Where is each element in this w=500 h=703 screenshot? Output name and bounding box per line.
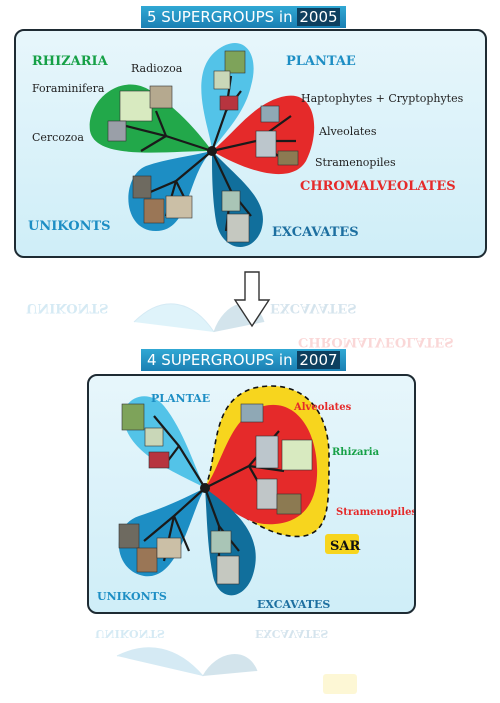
reflection-sar-badge (323, 674, 357, 694)
label-excavates-2007: EXCAVATES (257, 598, 330, 611)
organism-images-2005 (107, 50, 299, 243)
panel-2007: PLANTAE Alveolates Rhizaria Stramenopile… (87, 374, 416, 614)
label-plantae: PLANTAE (286, 54, 356, 69)
label-stramenopiles: Stramenopiles (315, 156, 396, 169)
label-cercozoa: Cercozoa (32, 131, 84, 144)
reflection-unikonts: UNIKONTS (26, 300, 109, 315)
label-foraminifera: Foraminifera (32, 82, 105, 95)
label-alveolates-2007: Alveolates (293, 402, 352, 413)
title-2005: 5 SUPERGROUPS in 2005 (141, 6, 346, 28)
sar-badge (325, 534, 359, 554)
tree-2007: PLANTAE Alveolates Rhizaria Stramenopile… (97, 385, 414, 611)
organism-images-2007 (118, 403, 313, 585)
title-2007-year: 2007 (297, 351, 340, 369)
label-sar: SAR (330, 539, 360, 554)
reflection-unikonts-2007: UNIKONTS (95, 627, 165, 640)
label-stramenopiles-2007: Stramenopiles (336, 507, 414, 518)
title-2005-year: 2005 (297, 8, 340, 26)
label-haptophytes: Haptophytes + Cryptophytes (301, 92, 464, 105)
tree-root-2007 (200, 483, 210, 493)
tree-2005: RHIZARIA Radiozoa Foraminifera Cercozoa … (28, 43, 464, 248)
reflection-excavates-2007: EXCAVATES (255, 627, 328, 640)
title-2005-text: 5 SUPERGROUPS in (147, 8, 298, 26)
label-radiozoa: Radiozoa (131, 62, 183, 75)
label-alveolates: Alveolates (318, 125, 377, 138)
label-rhizaria-2007: Rhizaria (332, 447, 380, 458)
label-chromalveolates: CHROMALVEOLATES (300, 179, 456, 194)
label-plantae-2007: PLANTAE (151, 392, 210, 405)
tree-root-2005 (207, 146, 217, 156)
title-2007: 4 SUPERGROUPS in 2007 (141, 349, 346, 371)
reflection-2005: UNIKONTS EXCAVATES CHROMALVEOLATES (14, 262, 483, 352)
label-unikonts-2007: UNIKONTS (97, 590, 167, 603)
title-2007-text: 4 SUPERGROUPS in (147, 351, 298, 369)
panel-2005: RHIZARIA Radiozoa Foraminifera Cercozoa … (14, 29, 487, 258)
label-rhizaria: RHIZARIA (32, 54, 109, 69)
reflection-2007-art: UNIKONTS EXCAVATES (95, 627, 357, 694)
reflection-2005-art: UNIKONTS EXCAVATES CHROMALVEOLATES (26, 300, 454, 349)
reflection-2007: UNIKONTS EXCAVATES (87, 616, 412, 703)
label-excavates: EXCAVATES (272, 225, 359, 240)
reflection-chromalveolates: CHROMALVEOLATES (298, 334, 454, 349)
label-unikonts: UNIKONTS (28, 219, 111, 234)
reflection-excavates: EXCAVATES (270, 300, 357, 315)
